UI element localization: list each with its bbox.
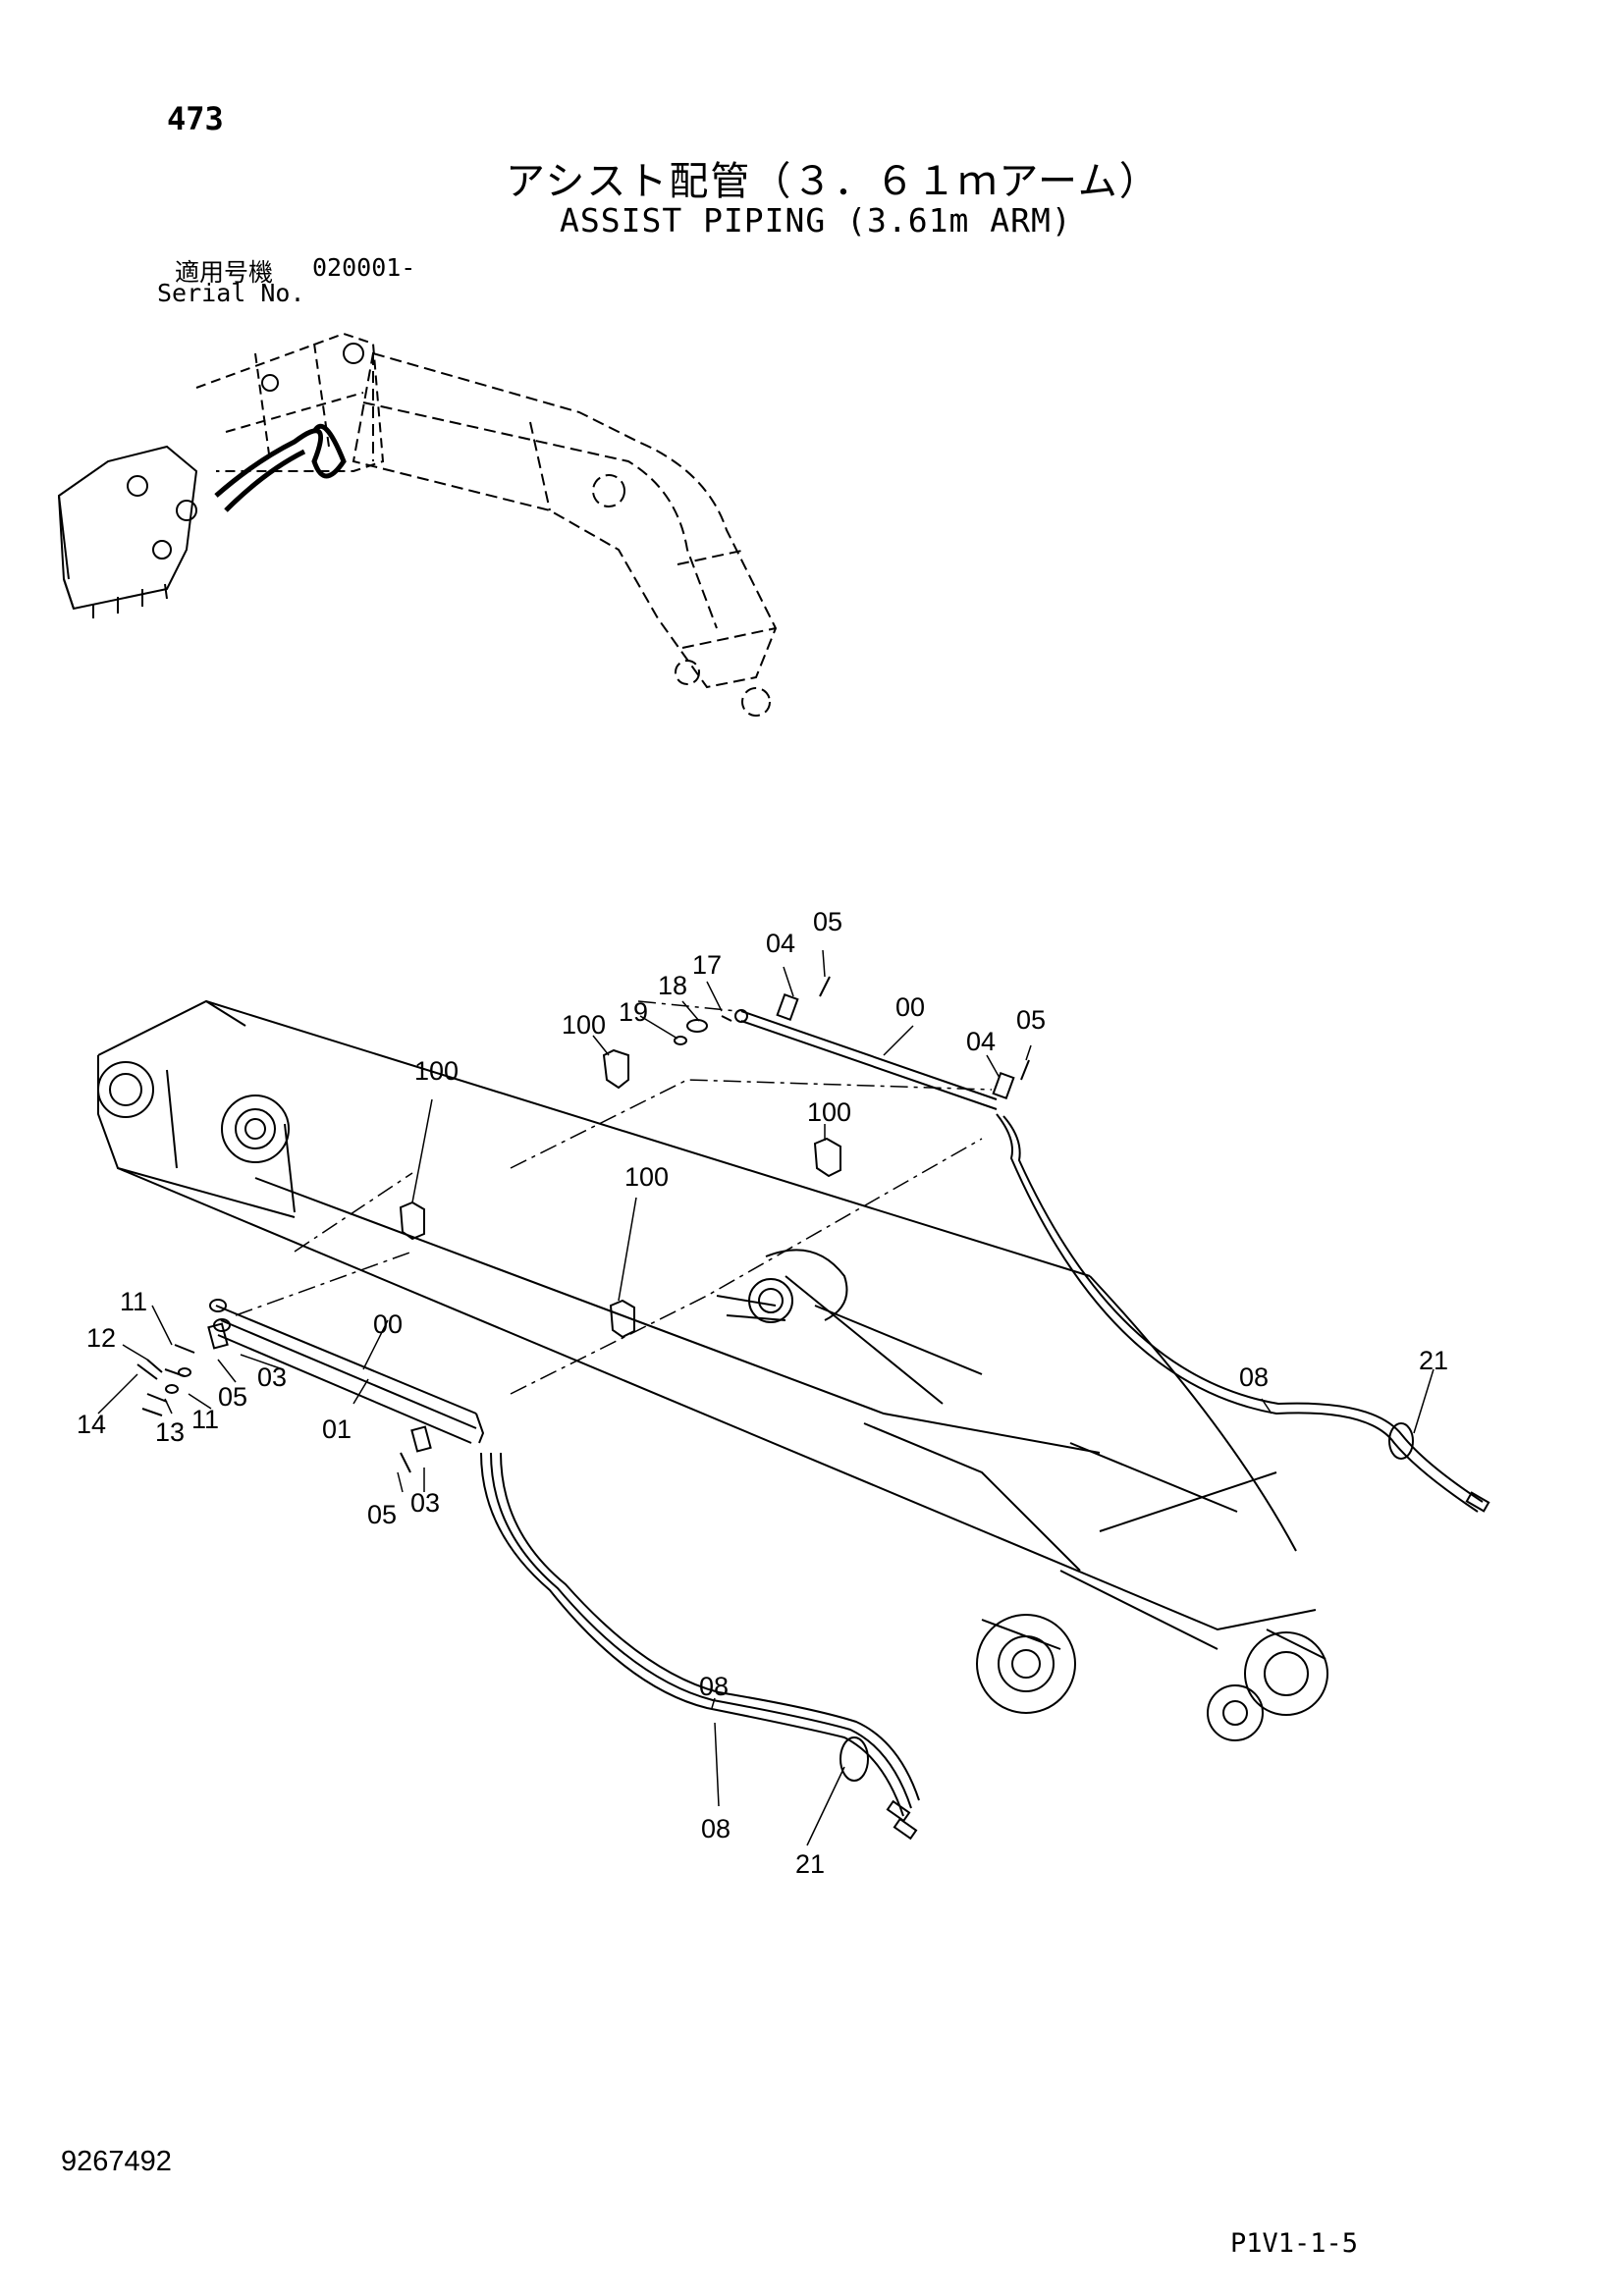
reference-lines [235,1000,993,1395]
callout-label: 08 [1239,1362,1269,1392]
callout-label: 100 [414,1056,459,1086]
callout-label: 00 [895,992,925,1022]
callout-label: 04 [966,1027,996,1056]
serial-label-japanese: 適用号機 [175,258,274,287]
callout-label: 08 [701,1814,731,1843]
callout-label: 13 [155,1417,185,1447]
lower-pipe-assembly [136,1299,920,1841]
callout-label: 05 [813,907,842,936]
callout-label: 19 [619,997,648,1027]
leader-lines [97,949,1435,1846]
callout-label: 00 [373,1309,403,1339]
callout-label: 04 [766,929,795,958]
callout-label: 05 [218,1382,247,1412]
callout-label: 17 [692,950,722,980]
callout-label: 08 [699,1672,729,1701]
page-title-english: ASSIST PIPING (3.61m ARM) [560,201,1072,240]
page-title-japanese: アシスト配管（３．６１ｍアーム） [506,159,1161,204]
callout-label: 11 [191,1405,219,1434]
callout-label: 01 [322,1415,352,1444]
callout-label: 100 [562,1010,606,1040]
upper-pipe-assembly [399,976,1490,1513]
callout-label: 05 [367,1500,397,1529]
callout-label: 11 [120,1287,147,1316]
serial-label-english: Serial No. [157,279,305,307]
callout-labels: 04 05 17 18 19 100 00 04 05 100 100 100 … [77,907,1448,1879]
callout-label: 12 [86,1323,116,1353]
callout-label: 14 [77,1410,106,1439]
callout-label: 18 [658,971,687,1000]
callout-label: 03 [410,1488,440,1518]
document-number: 9267492 [61,2146,172,2177]
callout-label: 100 [624,1162,669,1192]
callout-label: 21 [795,1849,825,1879]
callout-label: 21 [1419,1346,1448,1375]
callout-label: 100 [807,1097,851,1127]
serial-range: 020001- [312,253,416,282]
overview-drawing [57,332,778,717]
page-code: P1V1-1-5 [1230,2228,1359,2259]
callout-label: 05 [1016,1005,1046,1035]
arm-body [97,999,1328,1741]
page-number: 473 [167,100,224,137]
callout-label: 03 [257,1362,287,1392]
